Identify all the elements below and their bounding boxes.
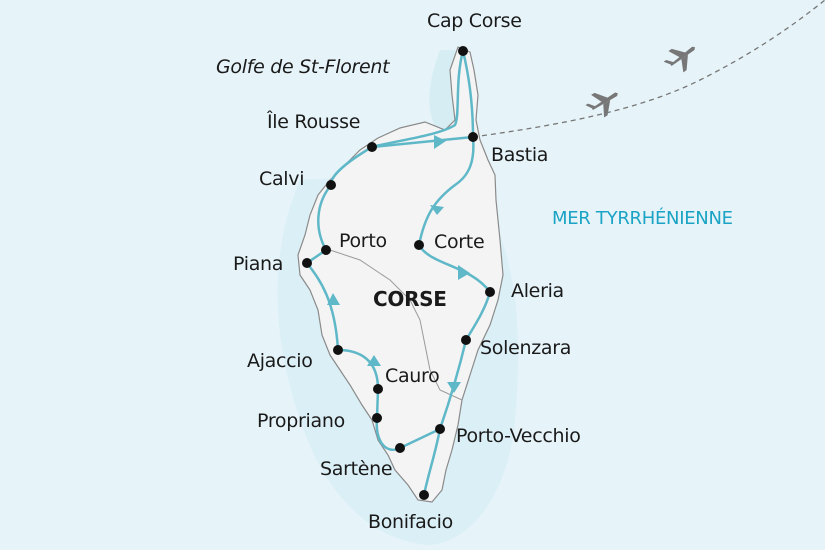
stop-label-calvi: Calvi — [259, 168, 305, 190]
stop-label-sartene: Sartène — [320, 458, 393, 480]
stop-label-aleria: Aleria — [511, 280, 564, 302]
stop-label-bonifacio: Bonifacio — [368, 511, 453, 533]
stop-label-bastia: Bastia — [491, 144, 549, 166]
stop-label-ajaccio: Ajaccio — [247, 350, 313, 372]
stop-label-ile-rousse: Île Rousse — [267, 111, 361, 133]
flight-path — [472, 0, 825, 138]
stop-label-propriano: Propriano — [257, 410, 345, 432]
stop-label-cap-corse: Cap Corse — [427, 10, 522, 32]
airplane-icon — [663, 46, 695, 73]
department-border — [329, 249, 463, 401]
stop-label-corte: Corte — [434, 231, 485, 253]
stop-label-cauro: Cauro — [385, 365, 440, 387]
stops — [302, 46, 495, 500]
gulf-label: Golfe de St-Florent — [216, 56, 390, 78]
airplane-icon — [585, 92, 618, 118]
stop-label-piana: Piana — [233, 253, 284, 275]
stop-label-solenzara: Solenzara — [480, 337, 572, 359]
stop-label-porto-vecchio: Porto-Vecchio — [456, 425, 581, 447]
stop-label-porto: Porto — [339, 230, 387, 252]
route-arrows — [327, 135, 470, 393]
island-label: CORSE — [373, 287, 447, 311]
sea-label: MER TYRRHÉNIENNE — [552, 208, 733, 229]
